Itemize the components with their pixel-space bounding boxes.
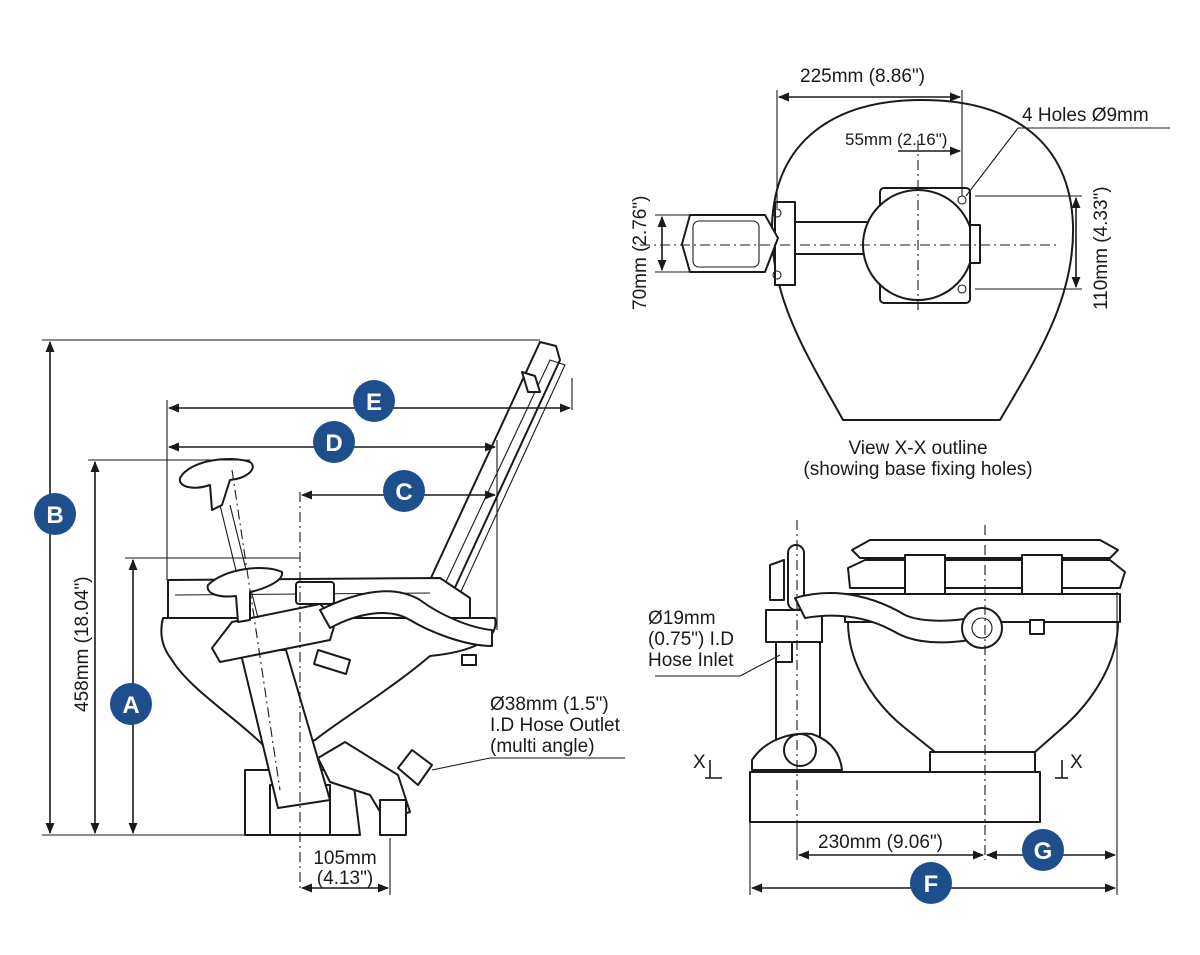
offset-dim-line2: (4.13") [317,868,373,889]
drain-boss [961,607,1003,649]
badge-b: B [34,493,76,535]
rear-nut [1029,619,1045,635]
top-view: 225mm (8.86") 55mm (2.16") 4 Holes Ø9mm … [630,66,1170,480]
front-base [749,771,1041,823]
pump-foot-boss [783,733,817,767]
outlet-label-line2: I.D Hose Outlet [490,715,621,736]
side-stub [313,649,351,675]
front-base-step [929,751,1036,773]
front-seat [847,559,1126,589]
offset-dim-line1: 105mm [313,848,376,869]
outlet-label-line3: (multi angle) [490,736,595,757]
badge-d: D [313,421,355,463]
svg-text:D: D [325,430,342,457]
rear-bracket [461,654,477,666]
svg-text:E: E [366,389,382,416]
fixing-hole [772,208,782,218]
svg-text:G: G [1034,838,1053,865]
pump-handle-lower [206,567,283,623]
lid-hinge [521,371,541,393]
pump-base-plate [774,201,796,286]
side-view: 458mm (18.04") 105mm (4.13") Ø38mm (1.5"… [42,339,625,895]
left-height-dim: 70mm (2.76") [630,196,651,310]
outlet-support [379,799,407,836]
inlet-head-inner [692,220,760,268]
badge-a: A [110,683,152,725]
valve-lever [769,559,785,601]
badge-g: G [1022,829,1064,871]
badge-f: F [910,862,952,904]
section-mark-left: X [693,752,706,773]
dimension-badges: E D C B A G F [34,380,1064,904]
housing-tab [969,224,981,264]
hinge-right [1021,554,1063,596]
inlet-label-line2: (0.75") I.D [648,629,734,650]
badge-c: C [383,470,425,512]
view-caption-line1: View X-X outline [848,438,987,459]
svg-text:C: C [395,479,412,506]
svg-text:B: B [46,502,63,529]
hole-spacing-dim: 55mm (2.16") [845,130,947,149]
top-width-dim: 225mm (8.86") [800,66,925,87]
inlet-hose [319,590,493,647]
fixing-hole [772,270,782,280]
svg-text:F: F [924,871,939,898]
base-width-dim: 230mm (9.06") [818,832,943,853]
inlet-nipple [775,641,793,663]
front-view: X X Ø19mm (0.75") I.D Hose Inlet 230mm (… [648,520,1126,895]
inlet-head [681,214,779,273]
right-height-dim: 110mm (4.33") [1091,186,1112,310]
pump-handle-top [178,457,254,511]
outlet-label-line1: Ø38mm (1.5") [490,694,609,715]
hinge-left [904,554,946,596]
outlet-spigot [397,749,433,786]
badge-e: E [353,380,395,422]
overall-height-dim: 458mm (18.04") [72,576,93,712]
section-mark-right: X [1070,752,1083,773]
fixing-hole [957,284,967,294]
holes-note: 4 Holes Ø9mm [1022,105,1149,126]
svg-text:A: A [122,692,139,719]
inlet-label-line3: Hose Inlet [648,650,734,671]
pump-cap [295,581,335,605]
inlet-label-line1: Ø19mm [648,608,716,629]
view-caption-line2: (showing base fixing holes) [803,459,1032,480]
